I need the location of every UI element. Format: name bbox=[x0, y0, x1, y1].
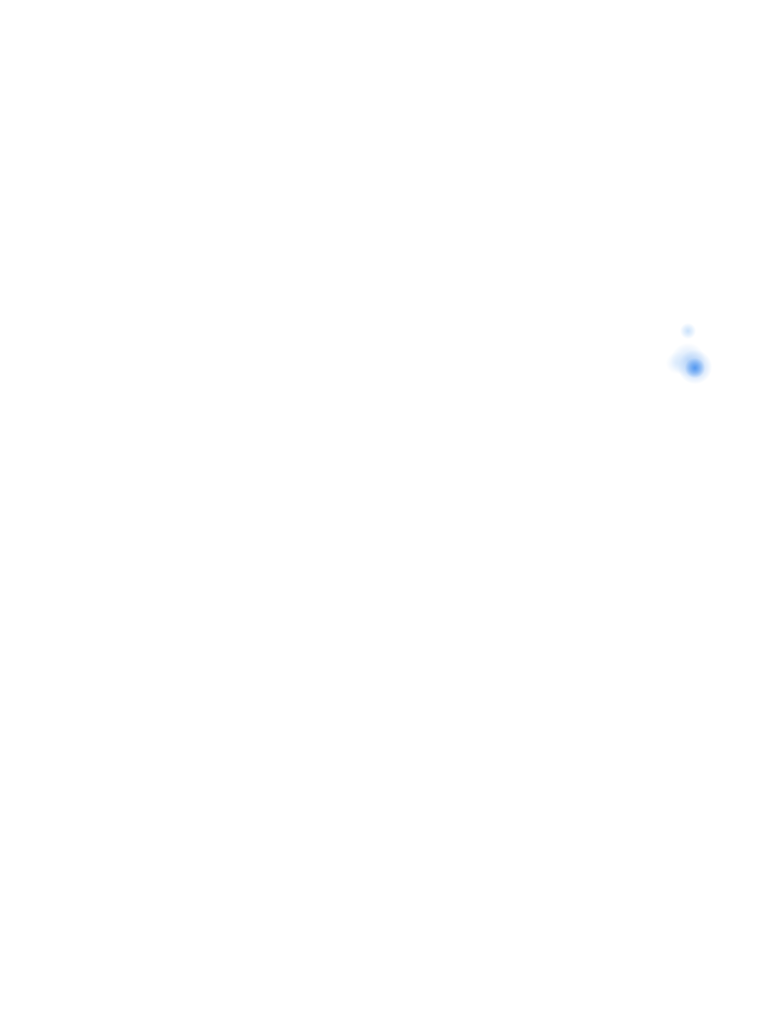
bright-core-mark bbox=[685, 358, 705, 378]
halo-mark bbox=[678, 350, 712, 384]
left-wisp-mark bbox=[666, 352, 688, 374]
faint-dot-mark bbox=[680, 323, 696, 339]
upper-lobe-mark bbox=[671, 343, 705, 377]
